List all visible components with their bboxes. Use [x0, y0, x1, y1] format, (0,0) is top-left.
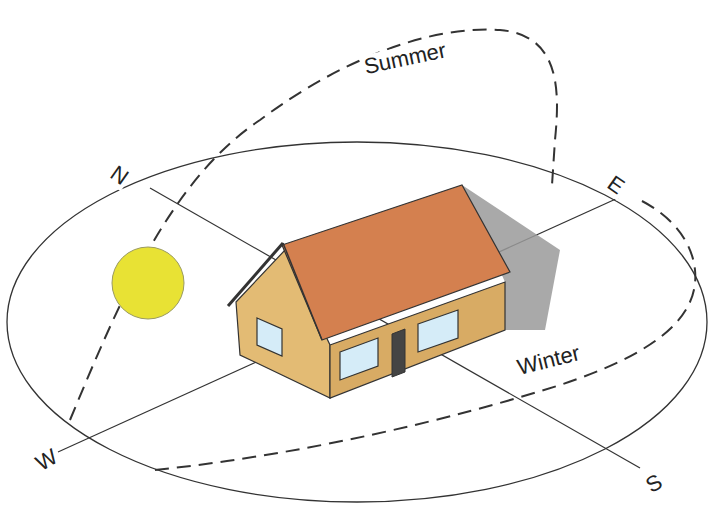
- horizon-ellipse: [7, 142, 707, 502]
- summer-sun-path: [70, 30, 557, 420]
- sun: [112, 247, 184, 319]
- compass-label: S: [640, 469, 668, 499]
- window: [257, 318, 282, 356]
- window: [340, 338, 378, 380]
- door: [392, 329, 405, 377]
- season-label: Winter: [513, 341, 584, 381]
- compass-label: W: [30, 444, 64, 477]
- window: [418, 310, 458, 352]
- roof-edge: [283, 243, 322, 340]
- roof-edge: [228, 243, 283, 306]
- season-label: Summer: [360, 38, 450, 80]
- compass-label: N: [104, 160, 134, 191]
- roof: [282, 185, 510, 340]
